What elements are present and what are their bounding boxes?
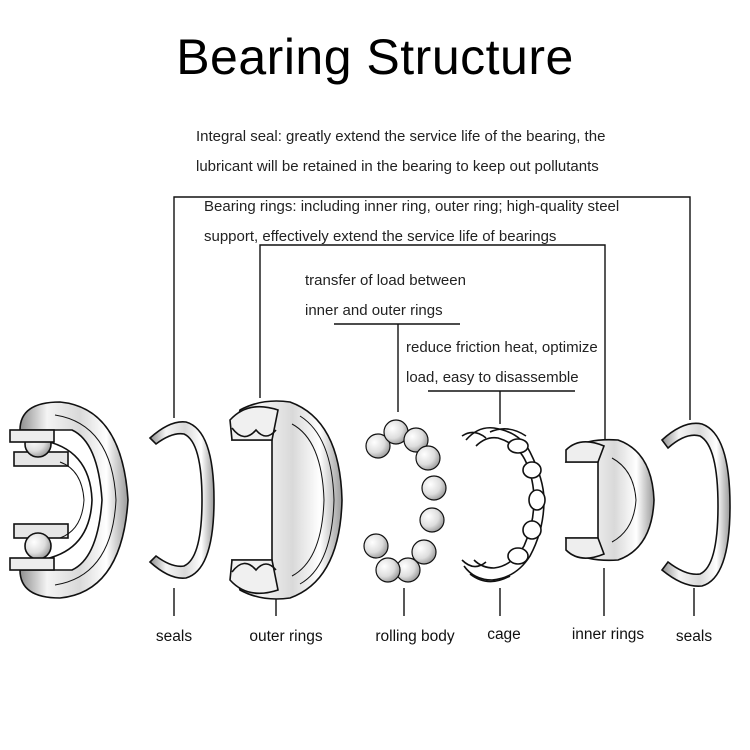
label-seals-left: seals [155, 628, 193, 645]
integral-seal-note-line1: Integral seal: greatly extend the servic… [196, 128, 606, 145]
rings-leader [259, 244, 606, 440]
label-rolling-body: rolling body [375, 628, 455, 645]
integral-seal-note-line2: lubricant will be retained in the bearin… [196, 158, 599, 175]
label-inner-rings: inner rings [571, 626, 645, 643]
ball [365, 433, 391, 459]
bearing-rings-note-line2: support, effectively extend the service … [204, 228, 557, 245]
cage-part [461, 426, 546, 583]
rolling-body-part [363, 419, 447, 583]
bearing-rings-note-line1: Bearing rings: including inner ring, out… [204, 198, 620, 215]
ball [375, 557, 401, 583]
ball [411, 539, 437, 565]
assembled-bearing [9, 401, 129, 599]
integral-seal-note: Integral seal: greatly extend the servic… [196, 122, 605, 182]
bearing-rings-note: Bearing rings: including inner ring, out… [204, 192, 619, 252]
page-title: Bearing Structure [176, 29, 574, 85]
ball [415, 445, 441, 471]
ball [421, 475, 447, 501]
cage-note-line1: reduce friction heat, optimize [406, 339, 598, 356]
seal-right-part [660, 422, 731, 587]
rolling-body-note-line2: inner and outer rings [305, 302, 443, 319]
label-outer-rings: outer rings [249, 628, 323, 645]
rolling-body-note-line1: transfer of load between [305, 272, 466, 289]
ball [419, 507, 445, 533]
ball [363, 533, 389, 559]
leader-lines [173, 196, 695, 616]
label-seals-right: seals [675, 628, 713, 645]
seal-leader [173, 196, 691, 420]
seal-left-part [148, 421, 215, 579]
rolling-body-note: transfer of load between inner and outer… [305, 266, 466, 326]
label-cage: cage [487, 626, 521, 643]
cage-note-line2: load, easy to disassemble [406, 369, 579, 386]
outer-ring-part [229, 400, 343, 600]
cage-note: reduce friction heat, optimize load, eas… [406, 333, 598, 393]
inner-ring-part [564, 438, 655, 562]
ball [403, 427, 429, 453]
